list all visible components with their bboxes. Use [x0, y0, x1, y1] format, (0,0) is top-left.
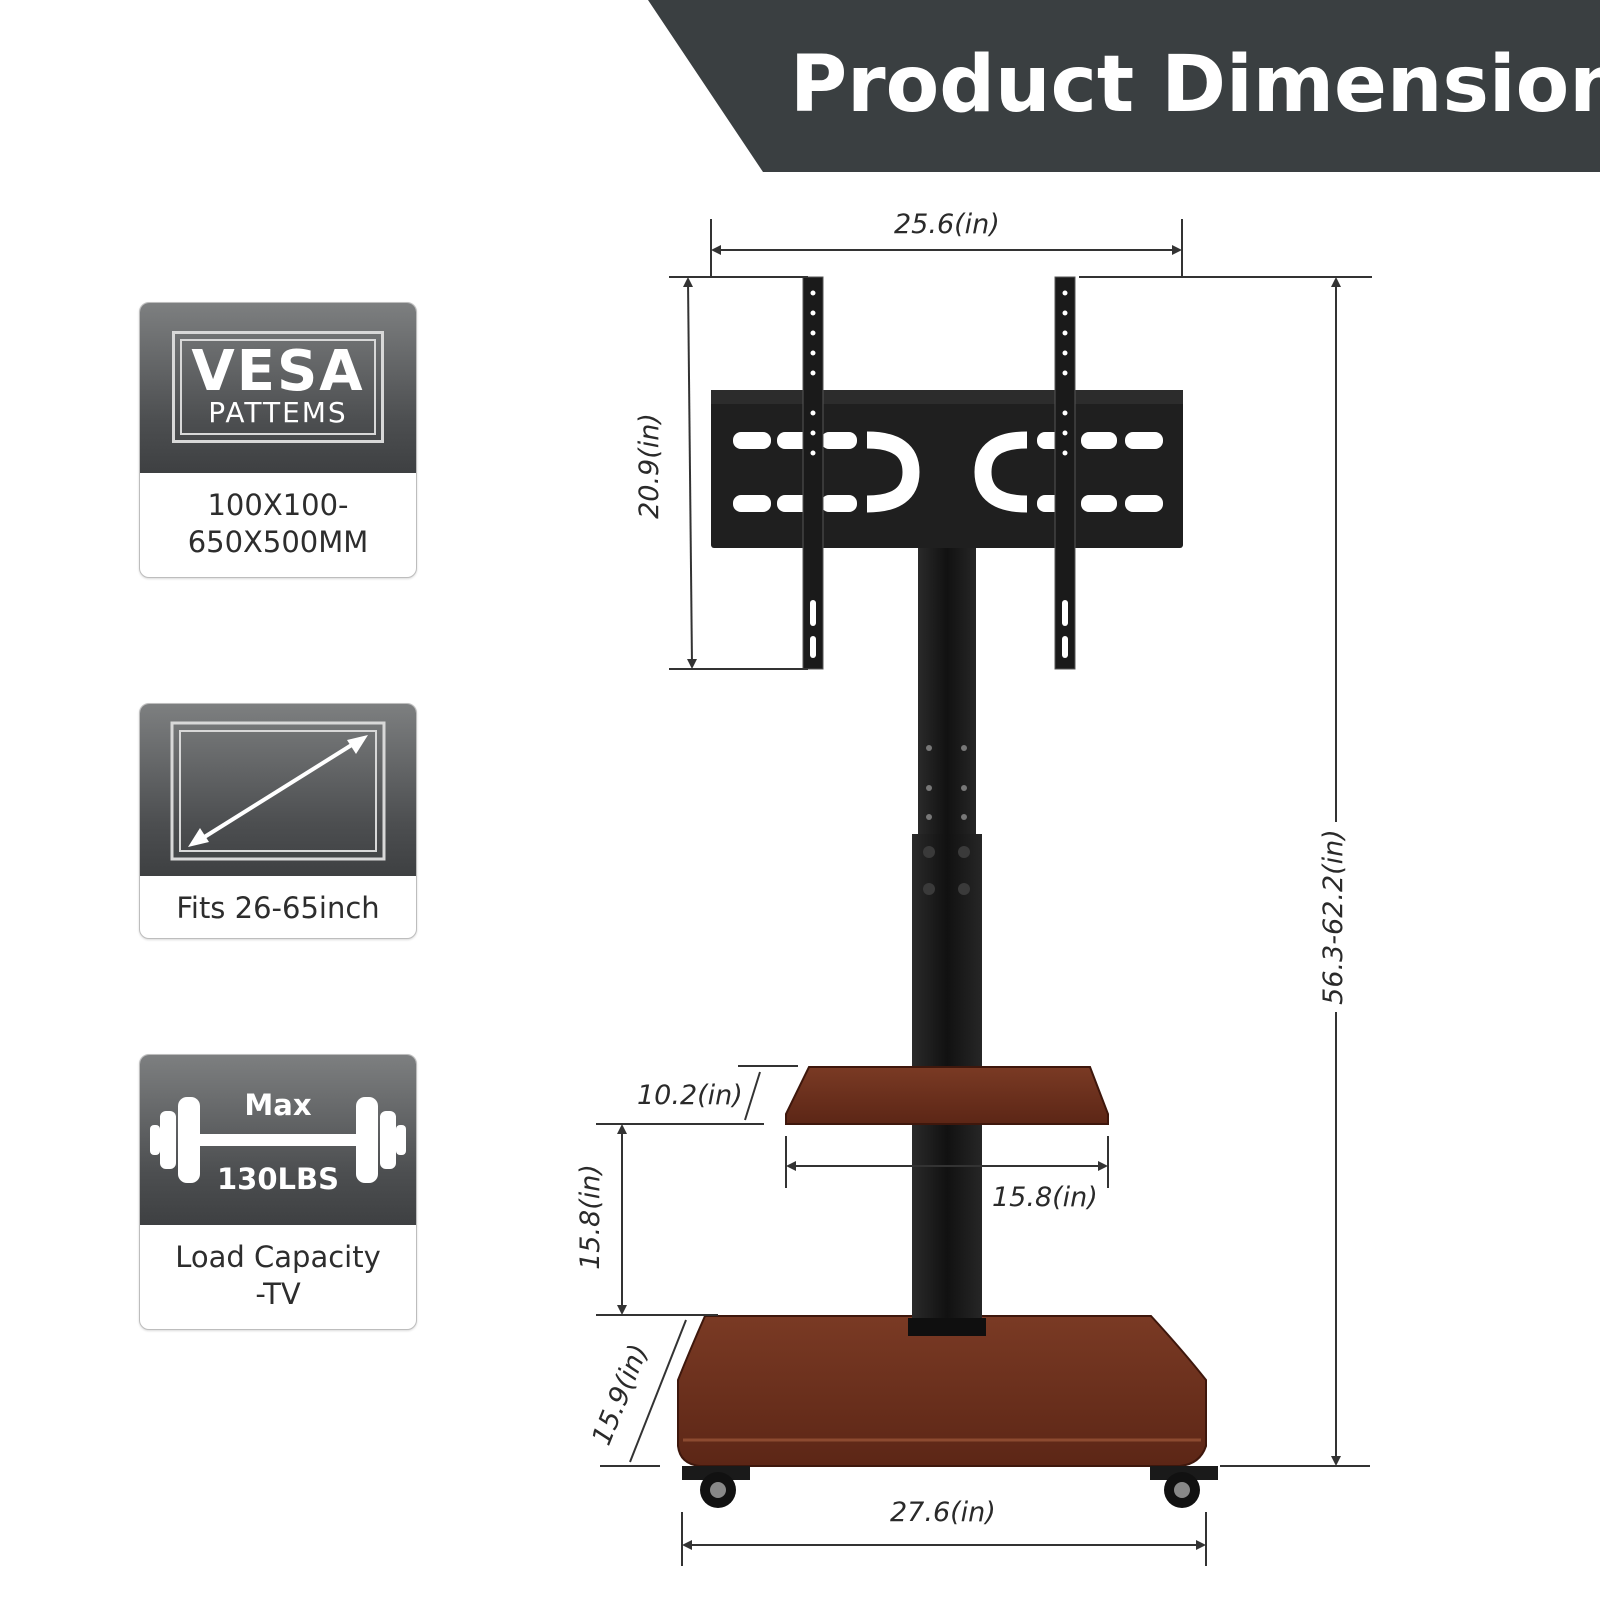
dimension-lines: [596, 219, 1372, 1566]
caster-wheel-left: [682, 1466, 750, 1508]
load-capacity-card: Max 130LBS Load Capacity -TV: [139, 1054, 417, 1330]
vesa-card: VESA PATTEMS 100X100- 650X500MM: [139, 302, 417, 578]
dim-total-height: 56.3-62.2(in): [1317, 829, 1349, 1005]
dim-base-width: 27.6(in): [890, 1497, 996, 1528]
load-text-line2: -TV: [255, 1277, 301, 1311]
mounting-arm-right: [1054, 276, 1076, 670]
screen-size-text: Fits 26-65inch: [176, 891, 380, 925]
mounting-plate: [711, 390, 1183, 548]
middle-shelf: [785, 1066, 1109, 1125]
dim-shelf-depth: 10.2(in): [637, 1080, 743, 1111]
dim-mount-height: 20.9(in): [633, 413, 665, 519]
dim-shelf-width: 15.8(in): [992, 1182, 1098, 1213]
mounting-arm-left: [802, 276, 824, 670]
vesa-icon-subtitle: PATTEMS: [208, 396, 348, 429]
screen-diagonal-icon: [140, 704, 416, 876]
vesa-icon-title: VESA: [191, 339, 365, 404]
barbell-icon: Max 130LBS: [140, 1055, 416, 1225]
base-platform: [677, 1315, 1207, 1467]
header-banner: [648, 0, 1600, 172]
dimension-arrowheads: [617, 245, 1341, 1550]
dim-shelf-gap: 15.8(in): [574, 1164, 606, 1270]
screen-size-card: Fits 26-65inch: [139, 703, 417, 939]
dim-mount-width: 25.6(in): [894, 209, 1000, 240]
load-max-label: Max: [244, 1088, 312, 1122]
vesa-text-line1: 100X100-: [207, 488, 349, 522]
stand-pole: [908, 548, 986, 1336]
vesa-frame-icon: VESA PATTEMS: [140, 303, 416, 473]
vesa-text-line2: 650X500MM: [187, 525, 369, 559]
load-text-line1: Load Capacity: [175, 1240, 381, 1274]
load-weight-label: 130LBS: [216, 1162, 339, 1196]
caster-wheel-right: [1150, 1466, 1218, 1508]
page-title: Product Dimension: [790, 40, 1600, 130]
